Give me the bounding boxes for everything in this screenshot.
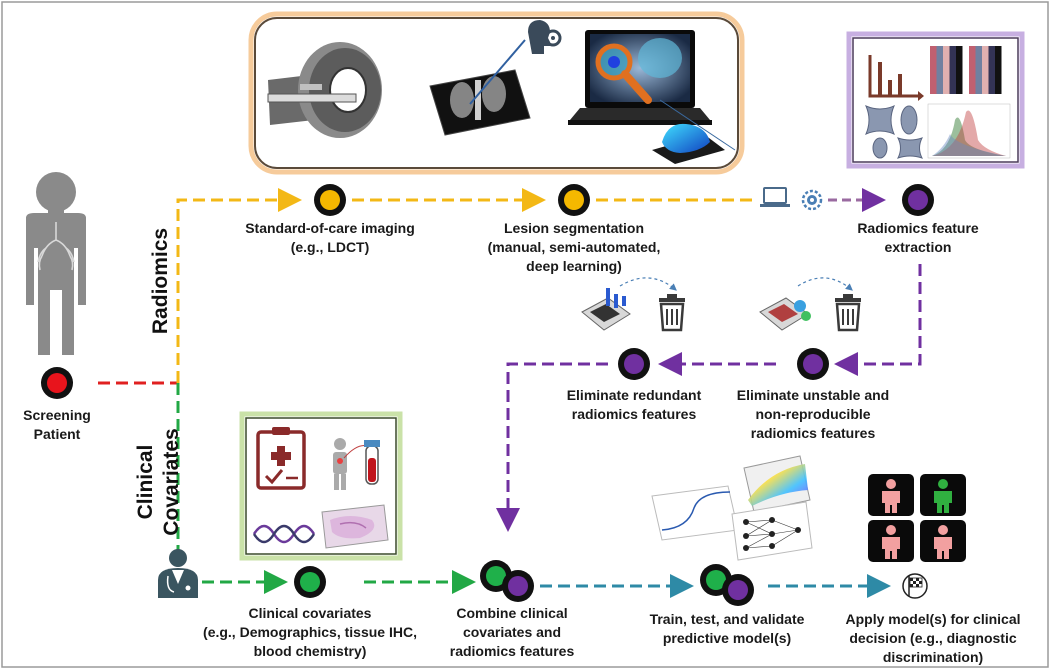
person-grid-icon (868, 474, 966, 562)
feature-cube-icon (581, 288, 631, 331)
segmentation-node (558, 184, 590, 216)
clinical-covariates-node (294, 566, 326, 598)
radiomics-path (176, 188, 302, 383)
ai-head-gear-icon (528, 20, 562, 54)
screening-node (41, 367, 73, 399)
heatmap-icon (743, 455, 811, 513)
redundant-to-combine-arrow (496, 362, 608, 532)
ct-scan-image-icon (429, 39, 531, 136)
computer-monitor-icon (568, 30, 712, 125)
extraction-to-unstable-arrow (834, 264, 922, 376)
train-node (700, 564, 754, 606)
3d-tumor-icon (652, 99, 736, 164)
bar-chart-icon (868, 55, 924, 101)
doctor-icon (158, 549, 198, 598)
eliminate-unstable-node (797, 348, 829, 380)
radiomics-side-label: Radiomics (149, 227, 172, 335)
trash-icon (835, 294, 861, 332)
sigmoid-curve-icon (651, 485, 739, 541)
combine-node (480, 560, 534, 602)
trash-icon (659, 294, 685, 332)
clinical-covariates-label: Clinical covariates(e.g., Demographics, … (203, 605, 417, 659)
imaging-node (314, 184, 346, 216)
tissue-slide-icon (321, 504, 389, 549)
shape-icon (865, 105, 923, 159)
segmentation-label: Lesion segmentation(manual, semi-automat… (487, 220, 661, 274)
clinical-covariates-side-label: Clinical Covariates (134, 428, 183, 536)
eliminate-redundant-node (618, 348, 650, 380)
discard-arrow-1 (619, 277, 677, 291)
gear-icon (801, 189, 823, 211)
human-lungs-icon (26, 172, 86, 355)
histogram-icon (927, 103, 1011, 159)
texture-matrix-icon (928, 44, 1010, 96)
extraction-node (902, 184, 934, 216)
clipboard-icon (256, 427, 306, 490)
feature-cube-icon (759, 297, 811, 331)
ct-scanner-icon (267, 42, 382, 138)
patient-blood-icon (333, 438, 380, 490)
imaging-label: Standard-of-care imaging(e.g., LDCT) (245, 220, 415, 255)
magnifier-icon (595, 43, 652, 104)
neural-network-icon (731, 501, 813, 561)
checkered-flag-icon (902, 573, 928, 599)
laptop-icon (760, 187, 790, 207)
dna-icon (252, 524, 316, 544)
